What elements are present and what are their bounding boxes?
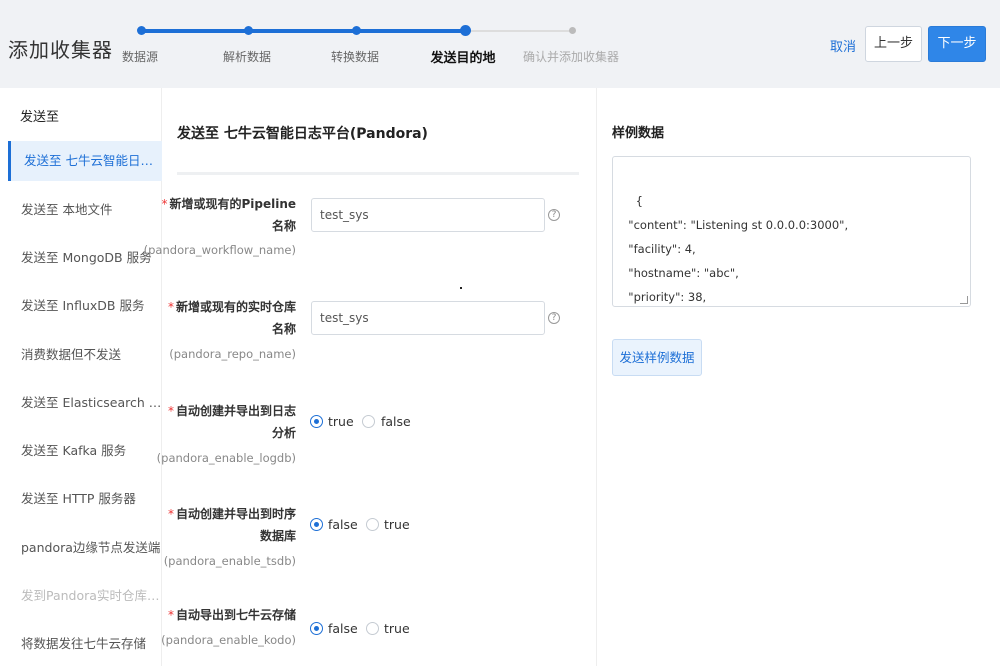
enable-logdb-label: *自动创建并导出到日志 分析 — [167, 404, 296, 440]
tsdb-true-label[interactable]: true — [384, 517, 410, 532]
workflow-name-key: (pandora_workflow_name) — [143, 243, 296, 257]
enable-kodo-key: (pandora_enable_kodo) — [161, 633, 296, 647]
tsdb-false-label[interactable]: false — [328, 517, 358, 532]
sidebar-item-influxdb[interactable]: 发送至 InfluxDB 服务 — [21, 298, 145, 313]
kodo-true-radio[interactable] — [366, 622, 379, 635]
logdb-false-radio[interactable] — [362, 415, 375, 428]
step-progress: 数据源 解析数据 转换数据 发送目的地 确认并添加收集器 — [100, 20, 620, 70]
sidebar-item-pandora-repo: 发到Pandora实时仓库通... — [21, 588, 162, 603]
logdb-true-label[interactable]: true — [328, 414, 354, 429]
sample-data-textarea[interactable]: { "content": "Listening st 0.0.0.0:3000"… — [612, 156, 971, 307]
repo-name-label: *新增或现有的实时仓库 名称 — [167, 300, 296, 336]
step-dot-1 — [137, 26, 146, 35]
step-dot-4 — [460, 25, 471, 36]
step-line-done — [141, 29, 465, 33]
kodo-true-label[interactable]: true — [384, 621, 410, 636]
sidebar-item-pandora[interactable]: 发送至 七牛云智能日志... — [8, 141, 162, 181]
sidebar-item-local-file[interactable]: 发送至 本地文件 — [21, 202, 113, 217]
kodo-false-label[interactable]: false — [328, 621, 358, 636]
sample-data-content: { "content": "Listening st 0.0.0.0:3000"… — [628, 194, 849, 304]
next-step-button[interactable]: 下一步 — [928, 26, 986, 62]
required-mark: * — [167, 300, 174, 314]
enable-logdb-key: (pandora_enable_logdb) — [156, 451, 296, 465]
form-divider — [177, 172, 579, 175]
stray-dot — [460, 287, 462, 289]
step-dot-2 — [244, 26, 253, 35]
repo-name-key: (pandora_repo_name) — [169, 347, 296, 361]
required-mark: * — [167, 404, 174, 418]
sidebar-item-elasticsearch[interactable]: 发送至 Elasticsearch 服务 — [21, 395, 162, 410]
enable-tsdb-label: *自动创建并导出到时序 数据库 — [167, 507, 296, 543]
step-label-5: 确认并添加收集器 — [522, 50, 620, 64]
cancel-button[interactable]: 取消 — [830, 40, 857, 55]
sample-data-panel: 样例数据 { "content": "Listening st 0.0.0.0:… — [596, 88, 1000, 666]
step-dot-3 — [352, 26, 361, 35]
page-title: 添加收集器 — [8, 38, 113, 62]
enable-tsdb-key: (pandora_enable_tsdb) — [163, 554, 296, 568]
logdb-false-label[interactable]: false — [381, 414, 411, 429]
required-mark: * — [167, 608, 174, 622]
help-icon[interactable]: ? — [548, 209, 560, 221]
sidebar-heading: 发送至 — [20, 110, 60, 125]
kodo-false-radio[interactable] — [310, 622, 323, 635]
page-header: 添加收集器 数据源 解析数据 转换数据 发送目的地 确认并添加收集器 取消 上一… — [0, 0, 1000, 88]
tsdb-false-radio[interactable] — [310, 518, 323, 531]
required-mark: * — [167, 507, 174, 521]
help-icon[interactable]: ? — [548, 312, 560, 324]
step-dot-5 — [569, 27, 576, 34]
step-label-1: 数据源 — [121, 50, 159, 64]
logdb-true-radio[interactable] — [310, 415, 323, 428]
workflow-name-label: *新增或现有的Pipeline 名称 — [161, 197, 296, 233]
send-sample-button[interactable]: 发送样例数据 — [612, 339, 702, 376]
repo-name-input[interactable] — [311, 301, 545, 335]
sample-data-title: 样例数据 — [612, 126, 665, 141]
destination-sidebar: 发送至 发送至 七牛云智能日志... 发送至 本地文件 发送至 MongoDB … — [0, 88, 162, 666]
step-label-2: 解析数据 — [222, 50, 272, 64]
tsdb-true-radio[interactable] — [366, 518, 379, 531]
step-line-pending — [465, 30, 572, 32]
step-label-3: 转换数据 — [330, 50, 380, 64]
sidebar-item-http[interactable]: 发送至 HTTP 服务器 — [21, 491, 136, 506]
enable-kodo-label: *自动导出到七牛云存储 — [167, 608, 296, 622]
step-label-4: 发送目的地 — [430, 51, 496, 66]
prev-step-button[interactable]: 上一步 — [865, 26, 922, 62]
workflow-name-input[interactable] — [311, 198, 545, 232]
destination-form: 发送至 七牛云智能日志平台(Pandora) *新增或现有的Pipeline 名… — [144, 88, 596, 666]
form-title: 发送至 七牛云智能日志平台(Pandora) — [177, 126, 428, 142]
resize-handle-icon[interactable] — [960, 296, 968, 304]
required-mark: * — [161, 197, 168, 211]
